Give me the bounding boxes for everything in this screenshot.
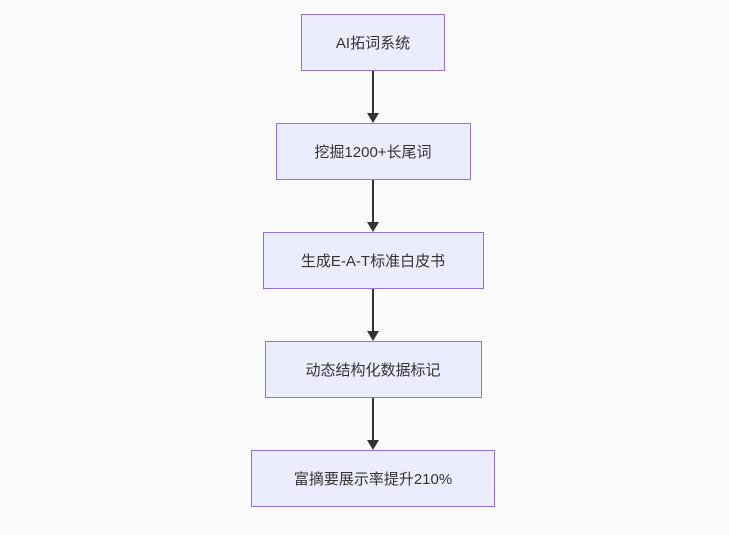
flowchart: AI拓词系统 挖掘1200+长尾词 生成E-A-T标准白皮书 动态结构化数据标记… bbox=[251, 14, 495, 507]
flow-arrow-1 bbox=[367, 71, 379, 123]
arrowhead-down-icon bbox=[367, 113, 379, 123]
arrowhead-down-icon bbox=[367, 331, 379, 341]
flow-arrow-4 bbox=[367, 398, 379, 450]
node-ai-keyword-system: AI拓词系统 bbox=[301, 14, 445, 71]
flow-arrow-2 bbox=[367, 180, 379, 232]
arrow-line bbox=[372, 71, 374, 113]
node-longtail-keyword-mining: 挖掘1200+长尾词 bbox=[275, 123, 471, 180]
arrowhead-down-icon bbox=[367, 222, 379, 232]
node-rich-snippet-rate: 富摘要展示率提升210% bbox=[251, 450, 495, 507]
arrow-line bbox=[372, 180, 374, 222]
arrow-line bbox=[372, 398, 374, 440]
node-structured-data-markup: 动态结构化数据标记 bbox=[264, 341, 482, 398]
flow-arrow-3 bbox=[367, 289, 379, 341]
node-eat-whitepaper: 生成E-A-T标准白皮书 bbox=[262, 232, 484, 289]
arrow-line bbox=[372, 289, 374, 331]
arrowhead-down-icon bbox=[367, 440, 379, 450]
